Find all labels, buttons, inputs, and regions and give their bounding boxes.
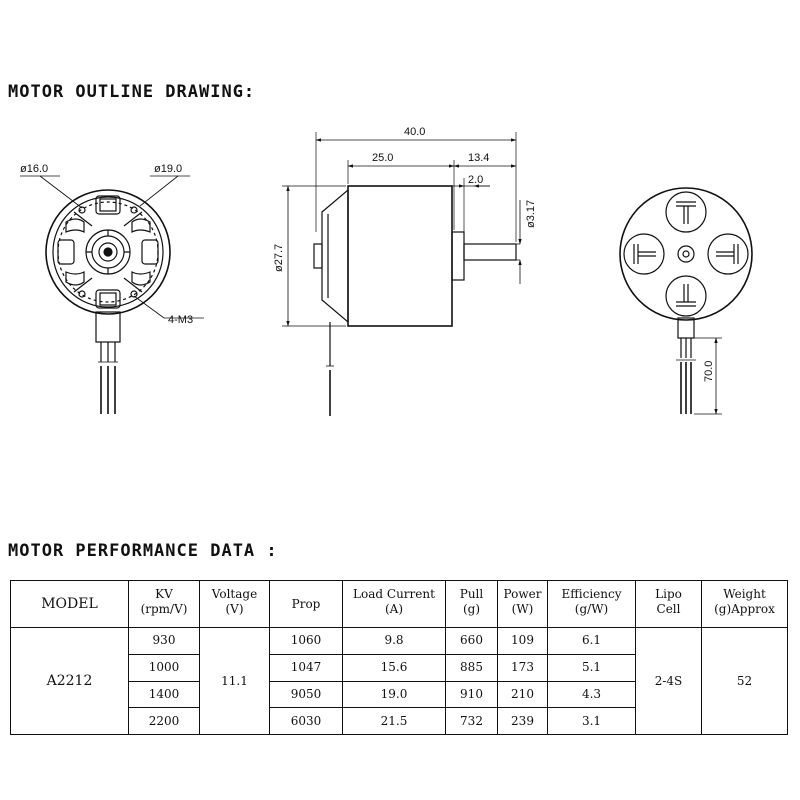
model-cell: A2212 xyxy=(10,627,129,735)
header-model: MODEL xyxy=(10,580,129,628)
prop-cell: 9050 xyxy=(269,680,343,709)
power-cell: 210 xyxy=(497,680,548,709)
efficiency-cell: 3.1 xyxy=(547,707,636,735)
lipo-cell: 2-4S xyxy=(635,627,702,735)
pull-cell: 885 xyxy=(445,653,498,682)
pull-cell: 732 xyxy=(445,707,498,735)
header-efficiency: Efficiency(g/W) xyxy=(547,580,636,628)
header-weight: Weight(g)Approx xyxy=(701,580,788,628)
rear-view xyxy=(619,187,753,415)
power-cell: 173 xyxy=(497,653,548,682)
outline-heading: MOTOR OUTLINE DRAWING: xyxy=(8,82,256,102)
table-row: 2200 6030 21.5 732 239 3.1 xyxy=(11,707,788,735)
efficiency-cell: 4.3 xyxy=(547,680,636,709)
prop-cell: 1047 xyxy=(269,653,343,682)
power-cell: 109 xyxy=(497,627,548,655)
prop-cell: 1060 xyxy=(269,627,343,655)
front-view xyxy=(20,175,204,414)
pull-cell: 910 xyxy=(445,680,498,709)
kv-cell: 1000 xyxy=(128,653,200,682)
load-current-cell: 21.5 xyxy=(342,707,446,735)
load-current-cell: 9.8 xyxy=(342,627,446,655)
weight-cell: 52 xyxy=(701,627,788,735)
load-current-cell: 19.0 xyxy=(342,680,446,709)
power-cell: 239 xyxy=(497,707,548,735)
motor-outline-drawing: ø16.0 ø19.0 4-M3 40.0 25.0 13.4 2.0 ø3.1 xyxy=(20,126,753,416)
performance-table: MODEL KV(rpm/V) Voltage(V) Prop Load Cur… xyxy=(10,580,788,735)
performance-heading: MOTOR PERFORMANCE DATA : xyxy=(8,541,278,561)
efficiency-cell: 6.1 xyxy=(547,627,636,655)
prop-cell: 6030 xyxy=(269,707,343,735)
header-power: Power(W) xyxy=(497,580,548,628)
header-load-current: Load Current(A) xyxy=(342,580,446,628)
mount-holes-label: 4-M3 xyxy=(168,314,193,326)
table-row: 1000 1047 15.6 885 173 5.1 xyxy=(11,653,788,682)
kv-cell: 1400 xyxy=(128,680,200,709)
pull-cell: 660 xyxy=(445,627,498,655)
header-kv: KV(rpm/V) xyxy=(128,580,200,628)
load-current-cell: 15.6 xyxy=(342,653,446,682)
header-prop: Prop xyxy=(269,580,343,628)
side-view xyxy=(282,132,520,416)
wire-length-label: 70.0 xyxy=(703,361,715,382)
body-dia-label: ø27.7 xyxy=(273,244,285,272)
side-dimension-lines xyxy=(286,138,522,327)
voltage-cell: 11.1 xyxy=(199,627,270,735)
kv-cell: 2200 xyxy=(128,707,200,735)
body-length-label: 25.0 xyxy=(372,152,393,164)
shaft-step-label: 2.0 xyxy=(468,174,483,186)
header-voltage: Voltage(V) xyxy=(199,580,270,628)
front-inner-dia-label: ø16.0 xyxy=(20,163,48,175)
table-row: 1400 9050 19.0 910 210 4.3 xyxy=(11,680,788,709)
header-pull: Pull(g) xyxy=(445,580,498,628)
total-length-label: 40.0 xyxy=(404,126,425,138)
table-row: A2212 930 11.1 1060 9.8 660 109 6.1 2-4S… xyxy=(10,627,788,735)
front-outer-dia-label: ø19.0 xyxy=(154,163,182,175)
shaft-dia-label: ø3.17 xyxy=(525,200,537,228)
kv-cell: 930 xyxy=(128,627,200,655)
efficiency-cell: 5.1 xyxy=(547,653,636,682)
shaft-length-label: 13.4 xyxy=(468,152,489,164)
table-header-row: MODEL KV(rpm/V) Voltage(V) Prop Load Cur… xyxy=(10,580,788,628)
